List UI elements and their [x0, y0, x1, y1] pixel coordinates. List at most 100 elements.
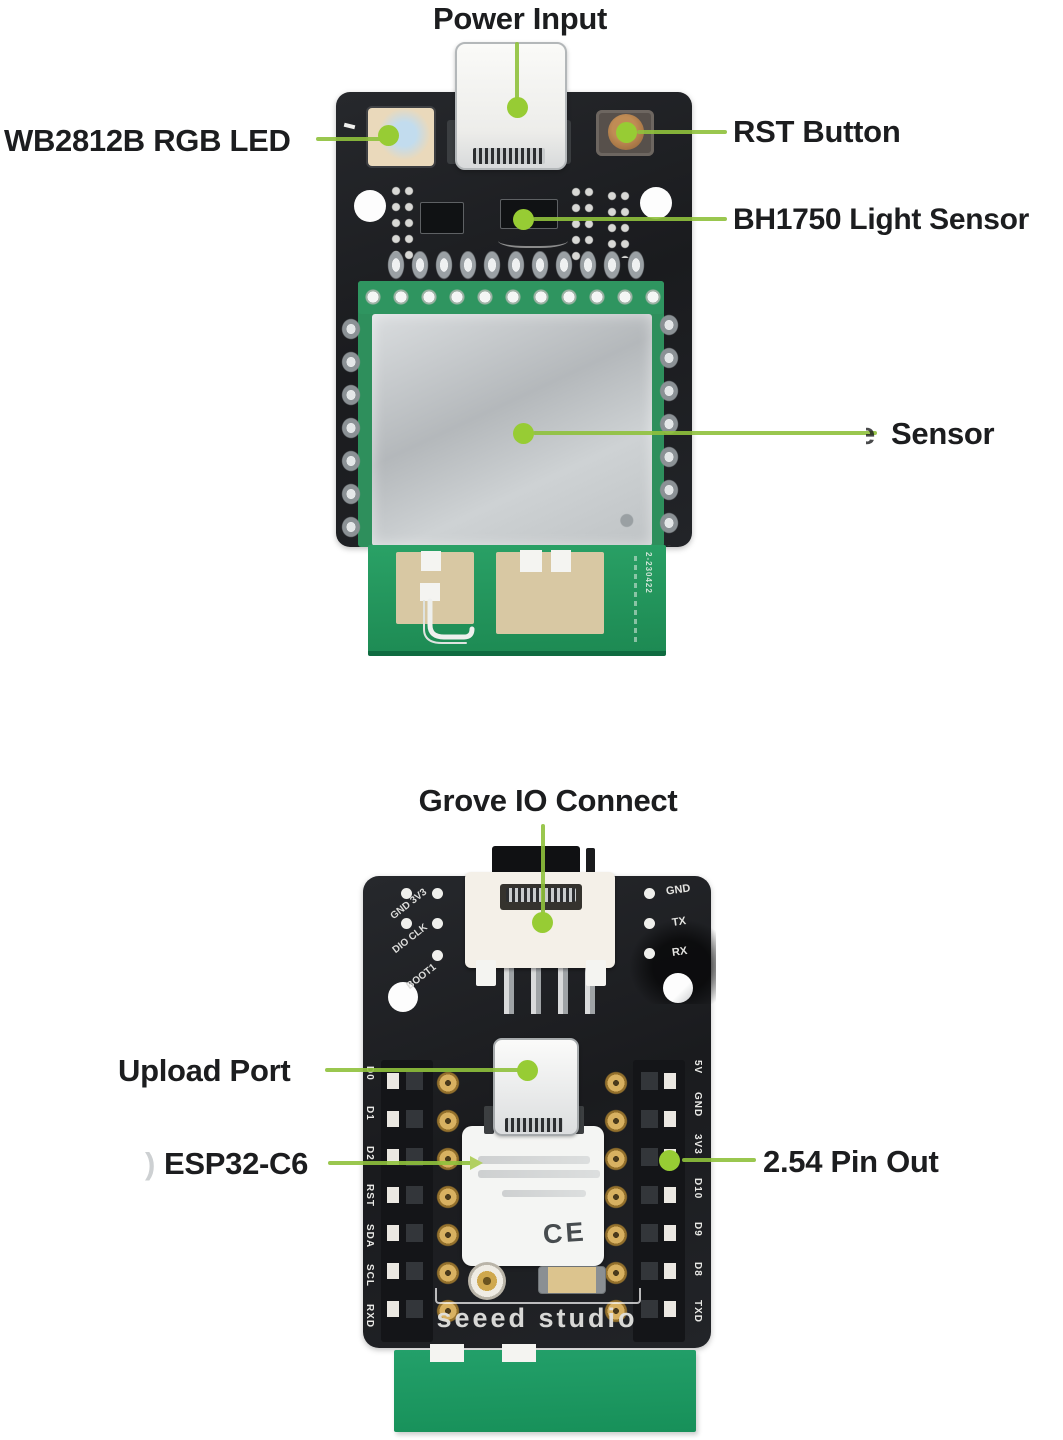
brand-text: seeed studio	[436, 1303, 638, 1333]
pad	[432, 918, 443, 929]
pad	[432, 888, 443, 899]
pin-label: D8	[692, 1262, 703, 1277]
usb-pins	[505, 1118, 563, 1132]
antenna-trace	[423, 598, 475, 644]
pin-label: D2	[364, 1146, 375, 1161]
mounting-hole	[640, 187, 672, 219]
pad	[644, 948, 655, 959]
board-tab	[502, 1344, 536, 1362]
antenna-pad	[520, 550, 542, 572]
callout-rst-button: RST Button	[733, 114, 901, 149]
header-pins-left	[387, 1064, 399, 1336]
leader-arrow-esp32	[470, 1156, 483, 1170]
grove-connector-pin	[586, 848, 595, 876]
header-pins-right	[664, 1064, 676, 1336]
module-pin-row	[384, 251, 646, 281]
smd-component	[420, 202, 464, 234]
silkscreen-curve	[498, 230, 568, 248]
callout-upload-port: Upload Port	[118, 1053, 291, 1088]
leader-dot-rst-button	[616, 122, 637, 143]
module-print-line	[502, 1190, 586, 1197]
callout-grove: Grove IO Connect	[418, 783, 678, 818]
antenna-marking-row2	[634, 556, 637, 642]
header-holes-left	[406, 1064, 423, 1336]
pin-label: RXD	[364, 1304, 375, 1329]
pin-label: GND	[692, 1092, 703, 1118]
leader-dot-pin-out	[659, 1150, 680, 1171]
silkscreen-tx: TX	[671, 915, 687, 929]
pad	[644, 888, 655, 899]
callout-pin-out: 2.54 Pin Out	[763, 1144, 939, 1179]
leader-line-esp32	[328, 1161, 474, 1165]
leader-line-upload-port	[325, 1068, 521, 1072]
pin-label: D10	[692, 1178, 703, 1200]
pin-label: D1	[364, 1106, 375, 1121]
leader-line-power-input	[515, 42, 519, 100]
pin-label: D9	[692, 1222, 703, 1237]
grove-latch-right	[586, 960, 606, 986]
callout-power-input: Power Input	[432, 1, 608, 36]
pad	[644, 918, 655, 929]
pad	[401, 918, 412, 929]
carrier-hole-strip	[358, 281, 664, 314]
pin-labels-right: 5V GND 3V3 D10 D9 D8 TXD	[692, 1060, 708, 1340]
leader-dot-sensor	[513, 423, 534, 444]
module-print-line	[478, 1170, 600, 1178]
leader-dot-light-sensor	[513, 209, 534, 230]
mounting-hole	[354, 190, 386, 222]
callout-sensor: Sensor	[891, 416, 995, 451]
pin-label: 3V3	[692, 1134, 703, 1155]
grove-latch-left	[476, 960, 496, 986]
pad	[401, 888, 412, 899]
pin-label: D0	[364, 1066, 375, 1081]
usb-c-pins	[473, 148, 545, 164]
usb-leg	[484, 1106, 494, 1134]
ce-mark: CE	[541, 1216, 588, 1250]
pad	[432, 950, 443, 961]
leader-dot-upload-port	[517, 1060, 538, 1081]
board-tab	[430, 1344, 464, 1362]
silkscreen-rx: RX	[671, 944, 689, 960]
solder-pads	[570, 186, 596, 262]
callout-light-sensor: BH1750 Light Sensor	[733, 203, 1030, 236]
leader-line-light-sensor	[533, 217, 727, 221]
leader-line-pin-out	[682, 1158, 756, 1162]
leader-line-rgb-led	[316, 137, 390, 141]
pin-label: SCL	[364, 1264, 375, 1287]
usb-leg	[574, 1106, 584, 1134]
antenna-pad	[421, 551, 441, 571]
pin-label: SDA	[364, 1224, 375, 1249]
pin-label: TXD	[692, 1300, 703, 1323]
leader-dot-rgb-led	[378, 125, 399, 146]
callout-sensor-partial: e	[866, 417, 875, 451]
bottom-green-board	[394, 1350, 696, 1432]
leader-dot-grove	[532, 912, 553, 933]
castellation-right	[656, 310, 684, 546]
solder-pads	[606, 190, 632, 258]
antenna-pad	[551, 550, 571, 572]
leader-dot-power-input	[507, 97, 528, 118]
leader-line-sensor	[533, 431, 877, 435]
solder-pads	[390, 185, 416, 261]
callout-esp32-partial: )	[145, 1146, 156, 1181]
mounting-hole	[388, 982, 418, 1012]
antenna-marking-text: 2-230422	[644, 552, 653, 594]
ufl-antenna-connector	[468, 1262, 506, 1300]
silkscreen-bracket	[435, 1288, 641, 1304]
antenna-pad	[420, 583, 440, 601]
castellation-left	[338, 314, 366, 546]
rgb-led	[368, 108, 434, 166]
callout-esp32: ESP32-C6	[164, 1146, 309, 1181]
rf-shield	[372, 314, 652, 546]
leader-line-grove	[541, 824, 545, 918]
callout-rgb-led: WB2812B RGB LED	[4, 123, 291, 158]
pin-label: 5V	[692, 1060, 703, 1075]
antenna-patch-right	[496, 552, 604, 634]
smd-component	[538, 1266, 606, 1294]
leader-line-rst-button	[637, 130, 727, 134]
header-holes-right	[641, 1064, 658, 1336]
mounting-hole	[663, 973, 693, 1003]
pin-label: RST	[364, 1184, 375, 1207]
pin-labels-left: D0 D1 D2 RST SDA SCL RXD	[364, 1066, 380, 1338]
